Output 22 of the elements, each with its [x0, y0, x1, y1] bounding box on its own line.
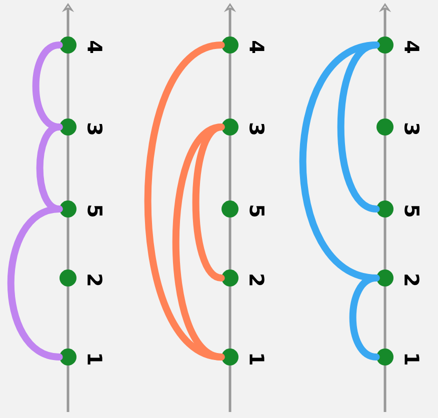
arc: [144, 42, 225, 360]
arc: [32, 42, 63, 130]
arc: [349, 274, 380, 360]
number-label: 1: [250, 354, 264, 365]
number-label: 4: [250, 40, 264, 54]
number-label: 1: [88, 354, 102, 365]
number-label: 4: [88, 40, 102, 54]
number-label: 2: [88, 274, 102, 286]
number-label: 1: [404, 354, 420, 365]
arc: [299, 42, 380, 282]
arc: [192, 124, 225, 282]
arc: [7, 206, 63, 360]
number-label: 2: [404, 274, 420, 286]
number-label: 3: [404, 123, 420, 134]
number-label: 5: [250, 206, 264, 217]
number-label: 2: [250, 274, 264, 286]
number-label: 4: [404, 40, 420, 54]
number-label: 3: [249, 123, 265, 134]
number-label: 3: [87, 123, 103, 134]
number-label: 5: [88, 206, 102, 217]
number-label: 5: [404, 206, 420, 217]
arc: [172, 124, 225, 360]
